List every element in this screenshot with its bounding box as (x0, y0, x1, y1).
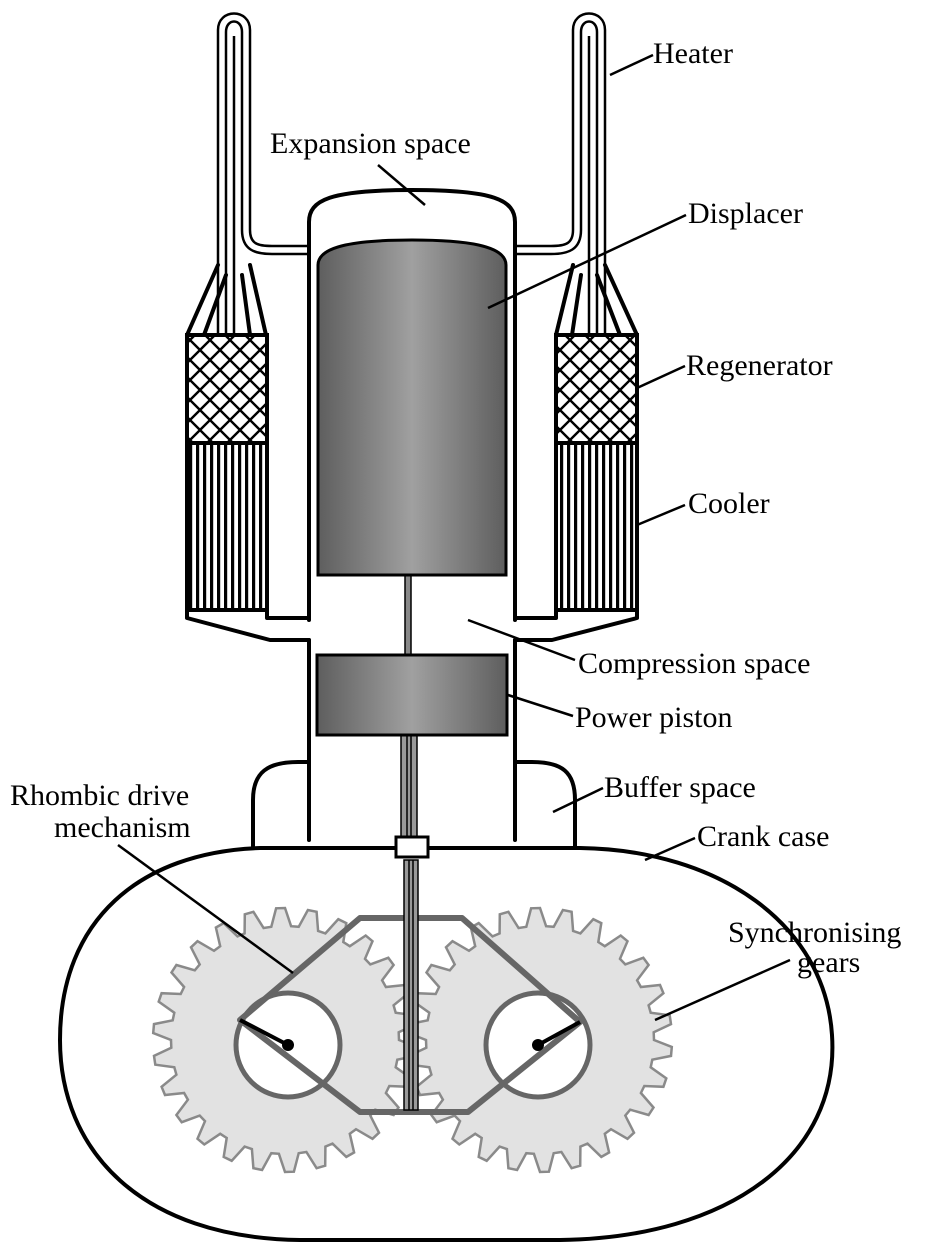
label-regenerator: Regenerator (686, 349, 833, 382)
label-synchronising-gears-line1: Synchronising (728, 916, 901, 949)
crank-arm-left (239, 1018, 289, 1047)
heater-left (185, 12, 309, 337)
label-displacer: Displacer (688, 197, 803, 230)
cooler-left (185, 441, 269, 612)
crank-arm-right (537, 1020, 581, 1047)
label-rhombic-drive-line1: Rhombic drive (10, 779, 189, 812)
label-expansion-space: Expansion space (270, 127, 471, 160)
regenerator-left (185, 333, 269, 445)
rod-seal (394, 835, 430, 859)
leader-lines (117, 53, 791, 1022)
label-buffer-space: Buffer space (604, 771, 756, 804)
label-heater: Heater (653, 37, 733, 70)
label-compression-space: Compression space (578, 647, 810, 680)
regenerator-right (554, 333, 639, 445)
cylinder-wall-right (513, 243, 532, 842)
cylinder-wall-left (288, 243, 311, 842)
heater-right (515, 12, 639, 337)
crank-pin-left (282, 1039, 294, 1051)
displacer (316, 238, 508, 577)
label-power-piston: Power piston (575, 701, 733, 734)
duct-left (185, 608, 311, 642)
label-rhombic-drive-line2: mechanism (54, 811, 191, 844)
buffer-space-left (251, 760, 311, 848)
label-cooler: Cooler (688, 487, 770, 520)
cooler-right (554, 441, 639, 612)
crank-pin-right (532, 1039, 544, 1051)
rhombic-drive-mechanism (233, 915, 593, 1115)
duct-right (513, 608, 639, 642)
power-piston (315, 653, 509, 737)
label-synchronising-gears-line2: gears (797, 946, 860, 979)
cylinder-top (307, 188, 517, 247)
buffer-space-right (513, 760, 577, 848)
label-crank-case: Crank case (697, 820, 829, 853)
